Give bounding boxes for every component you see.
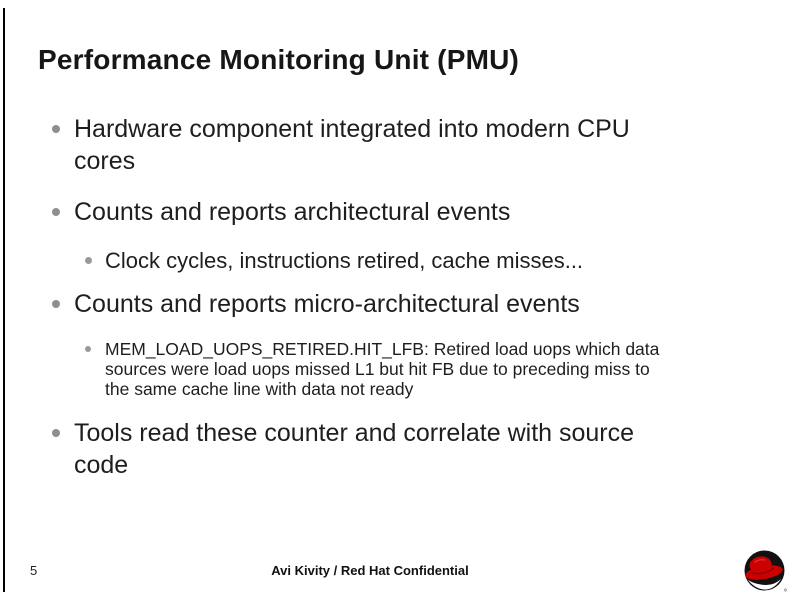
confidential-notice: Avi Kivity / Red Hat Confidential xyxy=(271,563,469,578)
bullet-text: Tools read these counter and correlate w… xyxy=(74,419,635,479)
slide-left-border xyxy=(3,8,5,592)
bullet-icon xyxy=(52,300,60,308)
bullet-icon xyxy=(85,257,92,264)
bullet-icon xyxy=(52,208,60,216)
bullet-item-micro-architectural-events: Counts and reports micro-architectural e… xyxy=(52,288,752,320)
bullet-item-architectural-events: Counts and reports architectural events xyxy=(52,196,752,228)
bullet-item-mem-load-uops: MEM_LOAD_UOPS_RETIRED.HIT_LFB: Retired l… xyxy=(85,339,752,399)
bullet-list: Hardware component integrated into moder… xyxy=(52,113,752,500)
bullet-item-clock-cycles: Clock cycles, instructions retired, cach… xyxy=(85,247,752,274)
bullet-item-tools: Tools read these counter and correlate w… xyxy=(52,417,752,481)
bullet-icon xyxy=(52,429,60,437)
bullet-text: Counts and reports architectural events xyxy=(74,198,511,226)
bullet-text: MEM_LOAD_UOPS_RETIRED.HIT_LFB: Retired l… xyxy=(105,339,660,399)
bullet-text: Clock cycles, instructions retired, cach… xyxy=(105,248,584,273)
bullet-icon xyxy=(85,346,91,352)
redhat-shadowman-logo-icon: R xyxy=(744,550,788,592)
bullet-text: Counts and reports micro-architectural e… xyxy=(74,290,580,318)
svg-text:R: R xyxy=(785,590,787,592)
slide-title: Performance Monitoring Unit (PMU) xyxy=(38,44,520,75)
bullet-item-hardware: Hardware component integrated into moder… xyxy=(52,113,752,177)
bullet-text: Hardware component integrated into moder… xyxy=(74,115,630,175)
bullet-icon xyxy=(52,125,60,133)
page-number: 5 xyxy=(30,563,38,578)
